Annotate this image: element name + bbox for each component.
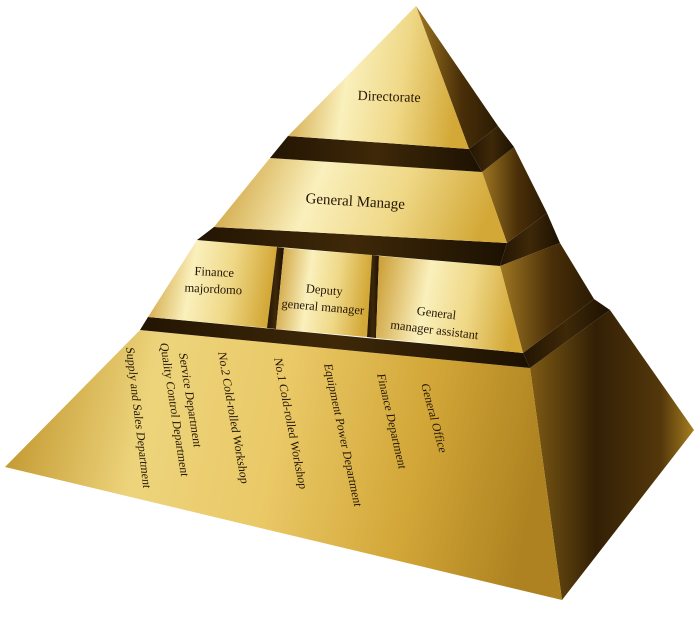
tier1-front-face (288, 6, 469, 149)
tier2-label: General Manage (305, 191, 406, 213)
tier3-gap-block2-block3 (367, 255, 379, 338)
tier3-block3-line1: General (416, 304, 457, 323)
gap3-front-band (140, 317, 530, 368)
tier1-side-face (416, 6, 498, 149)
tier3-side-face (500, 243, 594, 353)
tier3-block1-label: Finance majordomo (184, 264, 242, 298)
gap3-side-band (523, 299, 610, 368)
base-side-face (530, 310, 694, 600)
tier2-front-face (214, 158, 507, 243)
tier3-block1-line1: Finance (194, 264, 235, 280)
gap1-front-band (270, 136, 482, 172)
tier3-block1-front-face (148, 240, 277, 328)
gap2-front-band (197, 227, 507, 266)
tier3-block3-front-face (376, 256, 523, 353)
tier3-block2-line1: Deputy (305, 281, 344, 298)
tier2-side-face (482, 147, 547, 243)
tier3-gap-block1-block2 (267, 247, 284, 329)
tier3-block2-front-face (276, 248, 372, 337)
tier1-label: Directorate (357, 89, 420, 106)
tier3-block1-line2: majordomo (184, 280, 242, 297)
gap2-side-band (500, 213, 560, 266)
gap1-side-band (469, 126, 514, 172)
base-front-face (5, 330, 562, 600)
